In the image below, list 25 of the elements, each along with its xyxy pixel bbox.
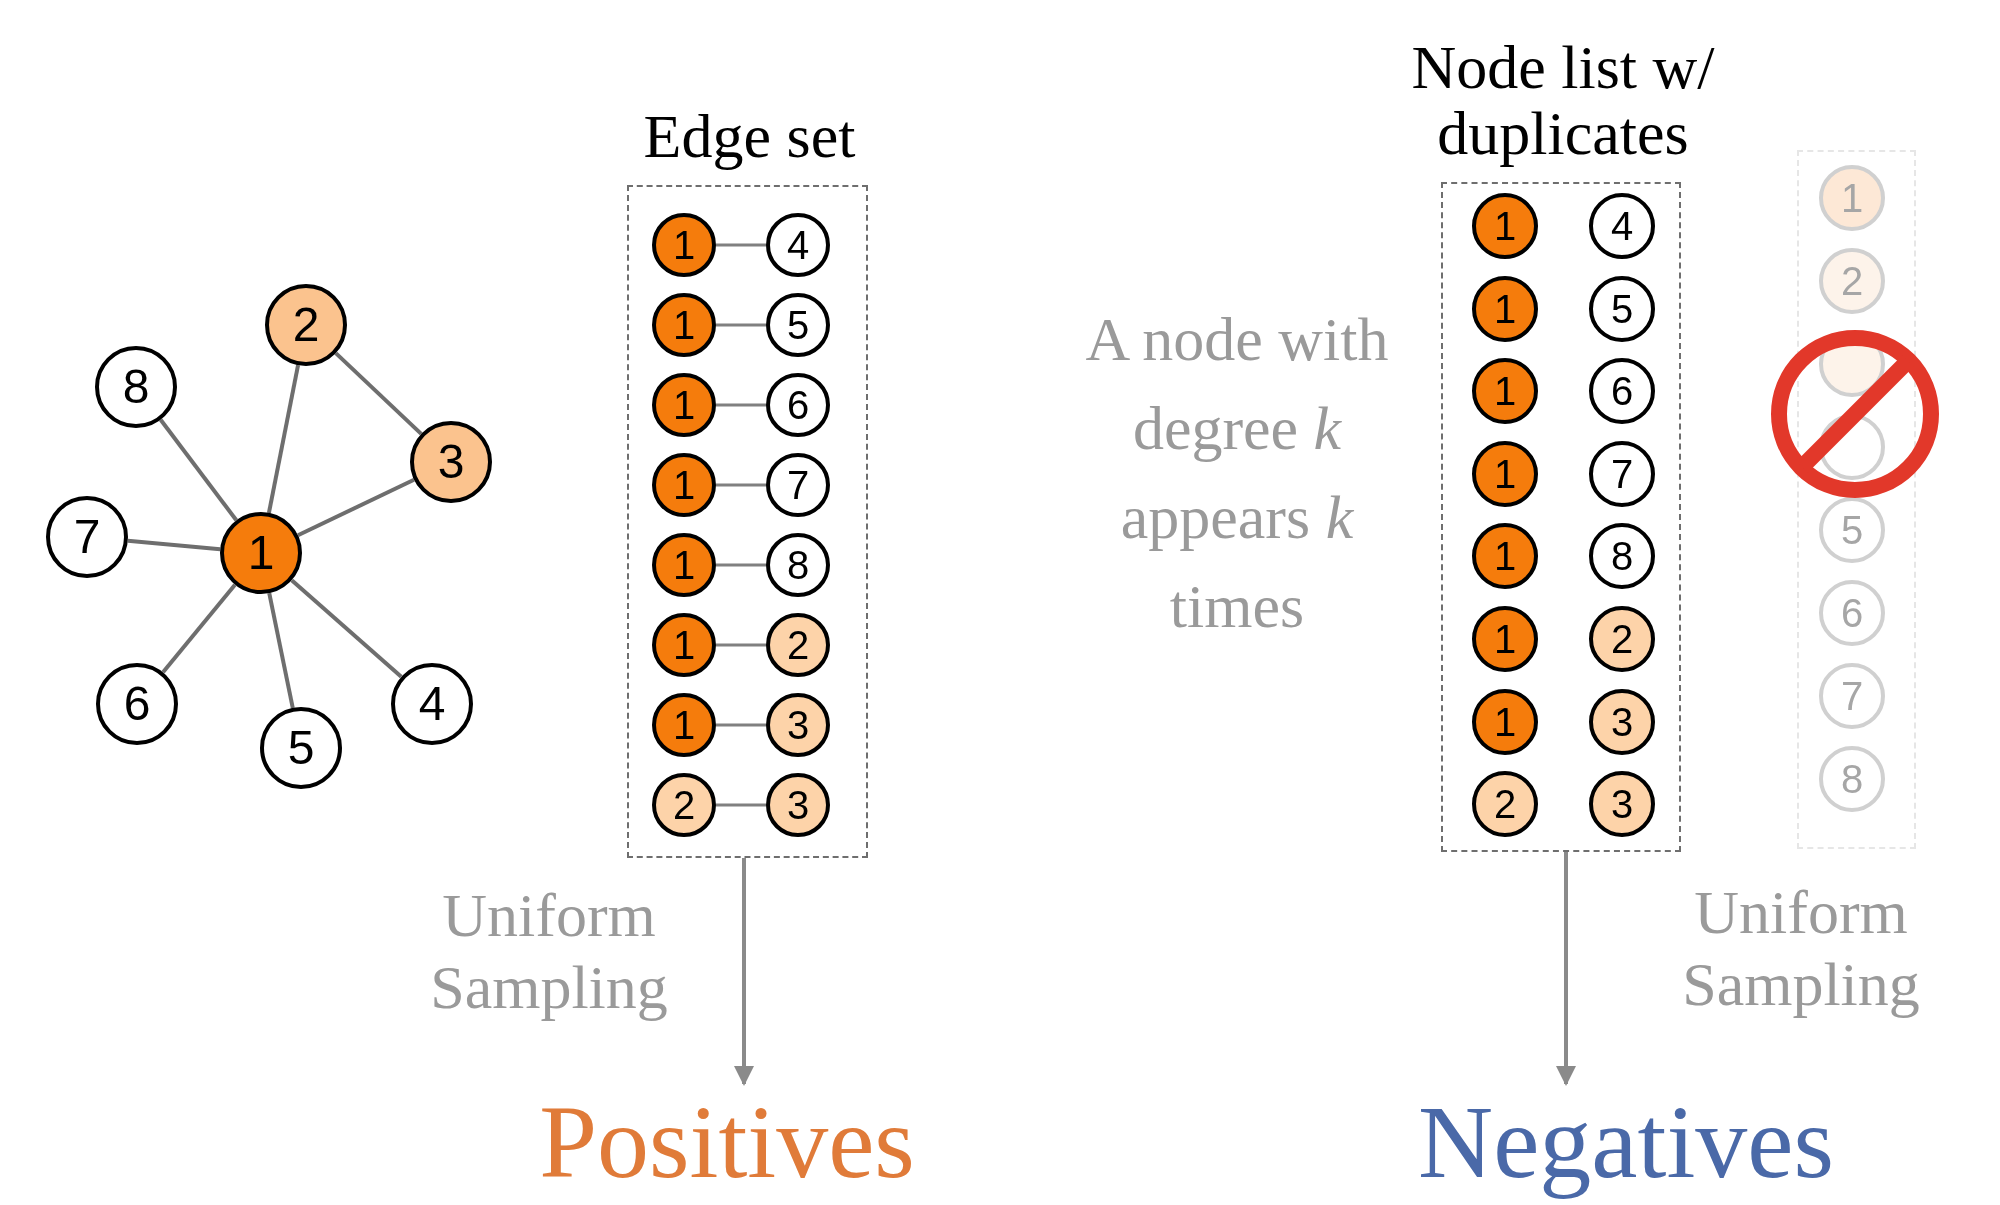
box-heading: Edge set	[643, 102, 856, 170]
edge-line	[266, 364, 301, 514]
edge-line	[716, 803, 766, 807]
note-text: A node with degree k appears k times	[1085, 305, 1389, 640]
arrow	[734, 858, 754, 1086]
edge-line	[716, 643, 766, 647]
edge-line	[127, 538, 221, 552]
edge-line	[159, 418, 238, 522]
box-heading: Node list w/ duplicates	[1411, 33, 1715, 167]
edge-line	[716, 403, 766, 407]
dashed-box	[1797, 150, 1916, 849]
result-text: Positives	[527, 1080, 927, 1204]
edge-label: Uniform Sampling	[430, 881, 668, 1021]
edge-line	[334, 351, 423, 436]
edge-line	[716, 243, 766, 247]
edge-label: Uniform Sampling	[1682, 878, 1920, 1018]
edge-line	[716, 483, 766, 487]
edge-line	[290, 578, 403, 679]
edge-line	[267, 592, 295, 709]
result-text: Negatives	[1416, 1080, 1836, 1204]
edge-line	[716, 723, 766, 727]
edge-line	[716, 563, 766, 567]
edge-line	[716, 323, 766, 327]
arrow	[1556, 852, 1576, 1086]
edge-line	[161, 583, 237, 674]
